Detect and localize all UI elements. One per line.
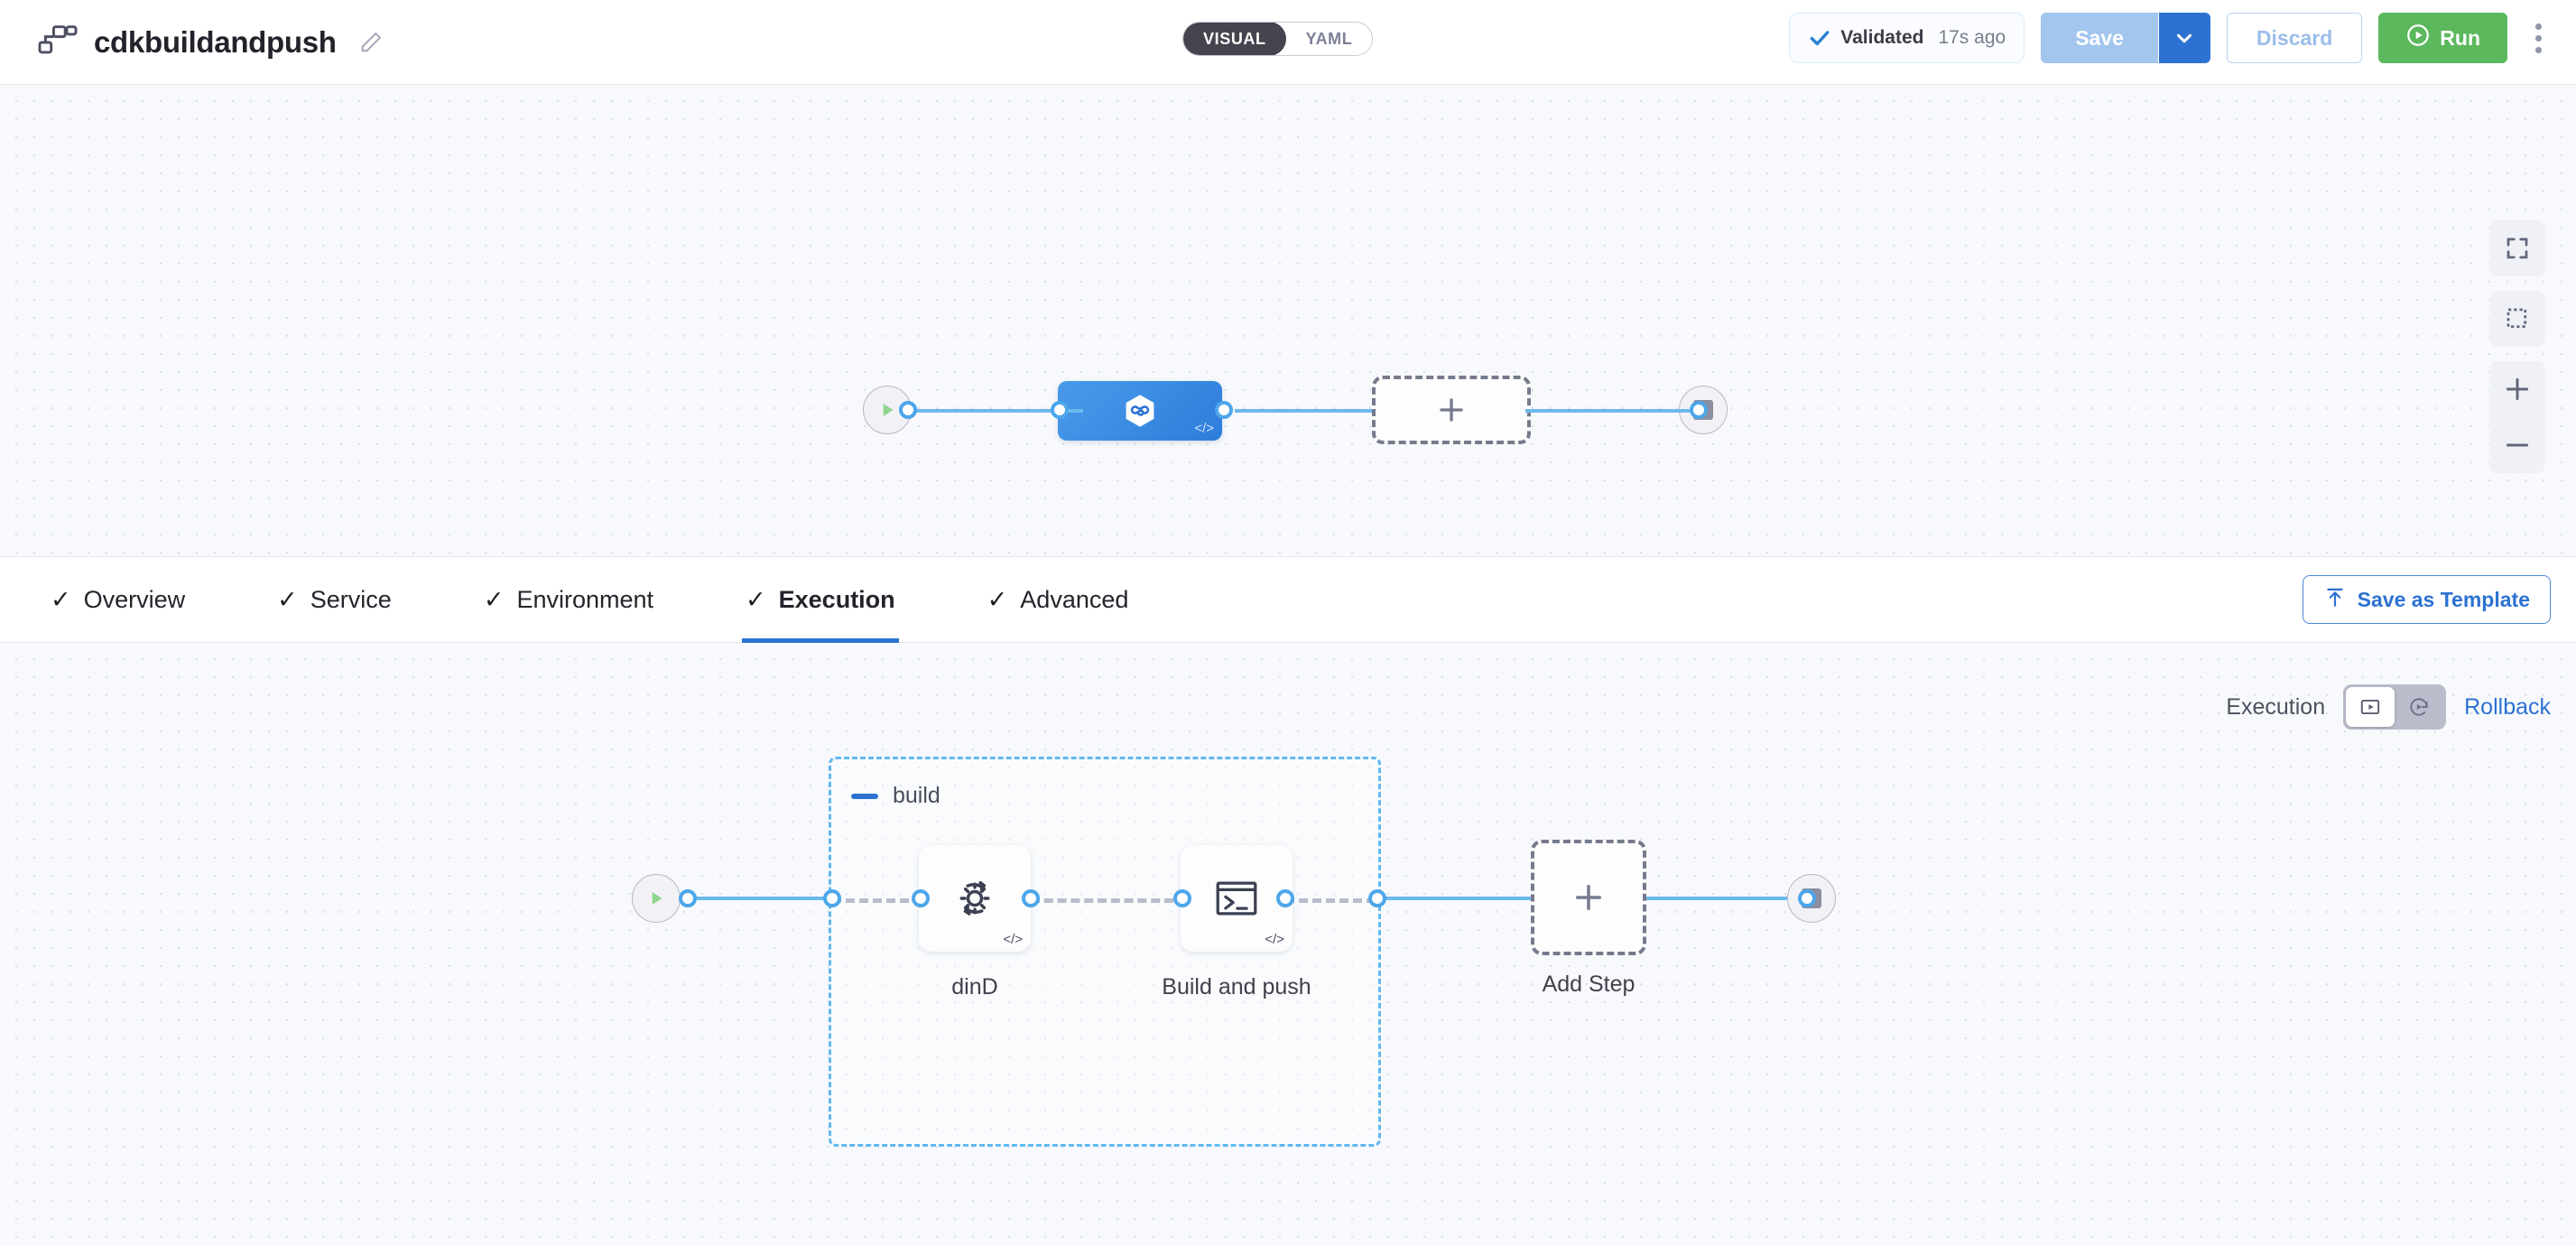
execution-end-port[interactable]: [1798, 889, 1816, 907]
save-button[interactable]: Save: [2041, 13, 2158, 63]
tab-environment-label: Environment: [516, 585, 654, 613]
run-button[interactable]: Run: [2378, 13, 2507, 63]
view-mode-toggle[interactable]: VISUAL YAML: [1182, 22, 1374, 56]
plus-icon: [1576, 885, 1601, 910]
edge-group-to-addstep: [1377, 897, 1531, 900]
step-group-name: build: [893, 783, 941, 808]
check-icon: ✓: [51, 585, 71, 613]
chevron-down-icon[interactable]: [2157, 13, 2210, 63]
stage-canvas[interactable]: </> ckd Add Stage: [0, 85, 2576, 600]
check-icon: ✓: [746, 585, 766, 613]
app-header: cdkbuildandpush VISUAL YAML Validated 17…: [0, 0, 2576, 85]
edge-addstage-to-end: [1525, 409, 1697, 413]
pencil-icon[interactable]: [358, 30, 384, 55]
code-badge: </>: [1194, 421, 1214, 436]
rollback-label[interactable]: Rollback: [2464, 693, 2551, 720]
step-group-header: build: [851, 783, 941, 809]
add-step-button[interactable]: [1531, 840, 1646, 955]
status-badge: Validated 17s ago: [1789, 13, 2025, 63]
tab-overview-label: Overview: [83, 585, 186, 613]
terminal-icon: [1216, 881, 1257, 916]
step-node-dind[interactable]: </>: [919, 845, 1031, 952]
status-badge-time: 17s ago: [1938, 27, 2006, 48]
fit-to-screen-icon[interactable]: [2489, 220, 2545, 276]
save-button-group[interactable]: Save: [2041, 13, 2210, 63]
edge-buildpush-to-groupend: [1285, 898, 1376, 903]
play-circle-icon: [2405, 23, 2431, 53]
start-node-port[interactable]: [899, 401, 917, 419]
execution-view-icon[interactable]: [2346, 687, 2395, 727]
mode-option-visual[interactable]: VISUAL: [1183, 23, 1286, 55]
plus-icon: [1440, 398, 1463, 422]
gear-refresh-icon: [959, 880, 990, 916]
execution-view-controls: Execution Rollback: [2226, 684, 2551, 730]
tab-execution-label: Execution: [778, 585, 895, 613]
tab-service-label: Service: [310, 585, 392, 613]
save-as-template-label: Save as Template: [2357, 587, 2530, 611]
pipeline-nodes-icon: [38, 24, 78, 60]
status-badge-label: Validated: [1840, 27, 1924, 48]
save-as-template-button[interactable]: Save as Template: [2302, 575, 2551, 624]
zoom-controls: [2489, 361, 2545, 473]
edge-ckd-to-addstage: [1235, 409, 1372, 413]
upload-icon: [2323, 585, 2347, 614]
step-node-build-and-push-label: Build and push: [1162, 974, 1311, 1000]
zoom-in-icon[interactable]: [2489, 361, 2545, 417]
build-and-push-output-port[interactable]: [1276, 889, 1294, 907]
check-icon: ✓: [277, 585, 298, 613]
tab-service[interactable]: ✓ Service: [273, 556, 395, 643]
tab-advanced-label: Advanced: [1020, 585, 1129, 613]
discard-button[interactable]: Discard: [2226, 13, 2363, 63]
edge-start-to-ckd: [904, 409, 1083, 413]
execution-label: Execution: [2226, 693, 2326, 720]
tab-environment[interactable]: ✓ Environment: [480, 556, 657, 643]
ckd-output-port[interactable]: [1215, 401, 1233, 419]
code-badge: </>: [1265, 932, 1284, 947]
edge-execstart-to-group: [686, 897, 832, 900]
rollback-view-icon[interactable]: [2395, 687, 2443, 727]
canvas-controls: [2489, 220, 2545, 473]
check-icon: [1808, 26, 1831, 50]
edge-dind-to-buildpush: [1031, 898, 1173, 903]
header-left-group: cdkbuildandpush: [38, 24, 384, 60]
build-and-push-input-port[interactable]: [1173, 889, 1191, 907]
check-icon: ✓: [987, 585, 1008, 613]
add-step-label: Add Step: [1542, 972, 1635, 997]
tab-advanced[interactable]: ✓ Advanced: [984, 556, 1133, 643]
check-icon: ✓: [483, 585, 505, 613]
step-group-build[interactable]: build: [829, 757, 1381, 1147]
edge-addstep-to-execend: [1639, 897, 1802, 900]
execution-rollback-toggle[interactable]: [2343, 684, 2447, 730]
kebab-menu-icon[interactable]: [2524, 13, 2553, 63]
execution-canvas[interactable]: [0, 643, 2576, 1246]
run-button-label: Run: [2440, 25, 2480, 50]
group-entry-port[interactable]: [823, 889, 841, 907]
mode-option-yaml[interactable]: YAML: [1305, 30, 1353, 48]
stage-node-ckd[interactable]: </>: [1058, 381, 1222, 441]
group-exit-port[interactable]: [1368, 889, 1386, 907]
tab-execution[interactable]: ✓ Execution: [742, 556, 899, 643]
step-node-build-and-push[interactable]: </>: [1181, 845, 1293, 952]
dind-output-port[interactable]: [1022, 889, 1040, 907]
marquee-select-icon[interactable]: [2489, 291, 2545, 347]
execution-start-port[interactable]: [679, 889, 697, 907]
header-actions: Validated 17s ago Save Discard Run: [1789, 13, 2553, 63]
minus-icon[interactable]: [851, 793, 878, 799]
harness-hexagon-icon: [1126, 395, 1154, 427]
add-stage-button[interactable]: [1372, 376, 1531, 444]
tab-overview[interactable]: ✓ Overview: [47, 556, 189, 643]
edge-group-to-dind: [832, 898, 922, 903]
dind-input-port[interactable]: [912, 889, 930, 907]
ckd-input-port[interactable]: [1051, 401, 1069, 419]
end-node-port[interactable]: [1690, 401, 1708, 419]
pipeline-tabs: ✓ Overview ✓ Service ✓ Environment ✓ Exe…: [0, 556, 2576, 643]
page-title: cdkbuildandpush: [94, 24, 337, 59]
execution-start-node: [632, 874, 681, 923]
zoom-out-icon[interactable]: [2489, 417, 2545, 473]
code-badge: </>: [1003, 932, 1023, 947]
step-node-dind-label: dinD: [951, 974, 998, 1000]
